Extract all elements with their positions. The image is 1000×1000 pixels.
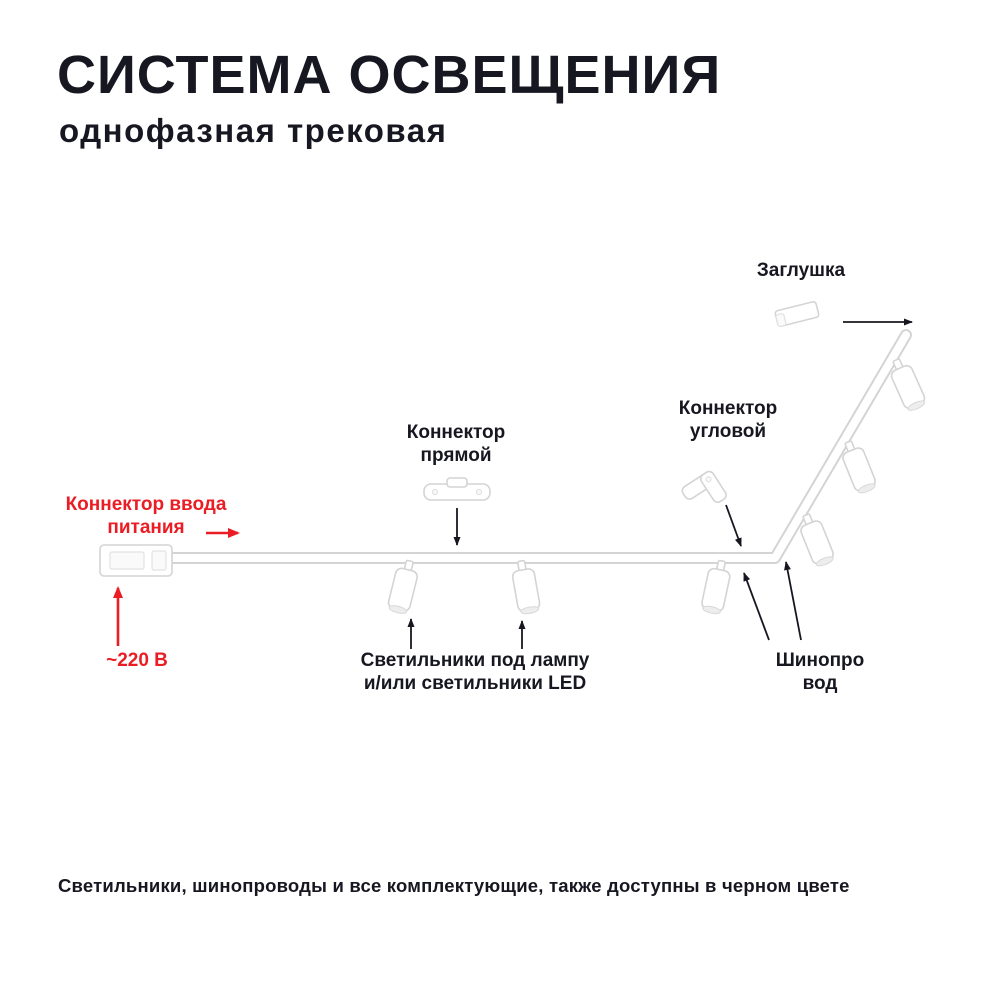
fixtures-label: Светильники под лампу и/или светильники … — [285, 650, 665, 696]
corner-connector-icon — [681, 470, 727, 504]
track-label: Шинопро вод — [755, 650, 885, 696]
annotation-arrows — [113, 318, 913, 649]
fixtures-label-line1: Светильники под лампу — [360, 650, 590, 671]
straight-connector-label: Коннектор прямой — [376, 422, 536, 468]
power-connector-label-line1: Коннектор ввода — [65, 494, 227, 515]
track-label-line2: вод — [802, 672, 838, 694]
endcap-icon — [774, 300, 820, 328]
corner-connector-arrow — [725, 504, 742, 547]
track-label-line1: Шинопро — [775, 650, 865, 671]
endcap-label: Заглушка — [756, 260, 846, 281]
power-connector-label-line2: питания — [107, 516, 185, 538]
corner-connector-label-line1: Коннектор — [678, 398, 778, 419]
spotlight — [509, 558, 542, 617]
availability-note: Светильники, шинопроводы и все комплекту… — [58, 875, 850, 896]
corner-connector-label: Коннектор угловой — [648, 398, 808, 444]
power-connector-label: Коннектор ввода питания — [38, 494, 254, 540]
page-subtitle: однофазная трековая — [59, 112, 448, 149]
corner-connector-label-line2: угловой — [689, 420, 767, 442]
straight-connector-label-line1: Коннектор — [406, 422, 506, 443]
track-rail — [166, 329, 912, 564]
page-title: СИСТЕМА ОСВЕЩЕНИЯ — [57, 45, 722, 105]
spotlight — [699, 557, 734, 617]
track-arrow-left — [743, 572, 770, 641]
straight-connector-icon — [423, 477, 491, 501]
straight-connector-label-line2: прямой — [420, 444, 492, 466]
power-input-connector-icon — [99, 544, 173, 577]
track-arrow-right — [784, 561, 802, 641]
voltage-label: ~220 В — [106, 650, 168, 671]
spotlight — [385, 557, 422, 617]
fixtures-label-line2: и/или светильники LED — [363, 672, 587, 694]
